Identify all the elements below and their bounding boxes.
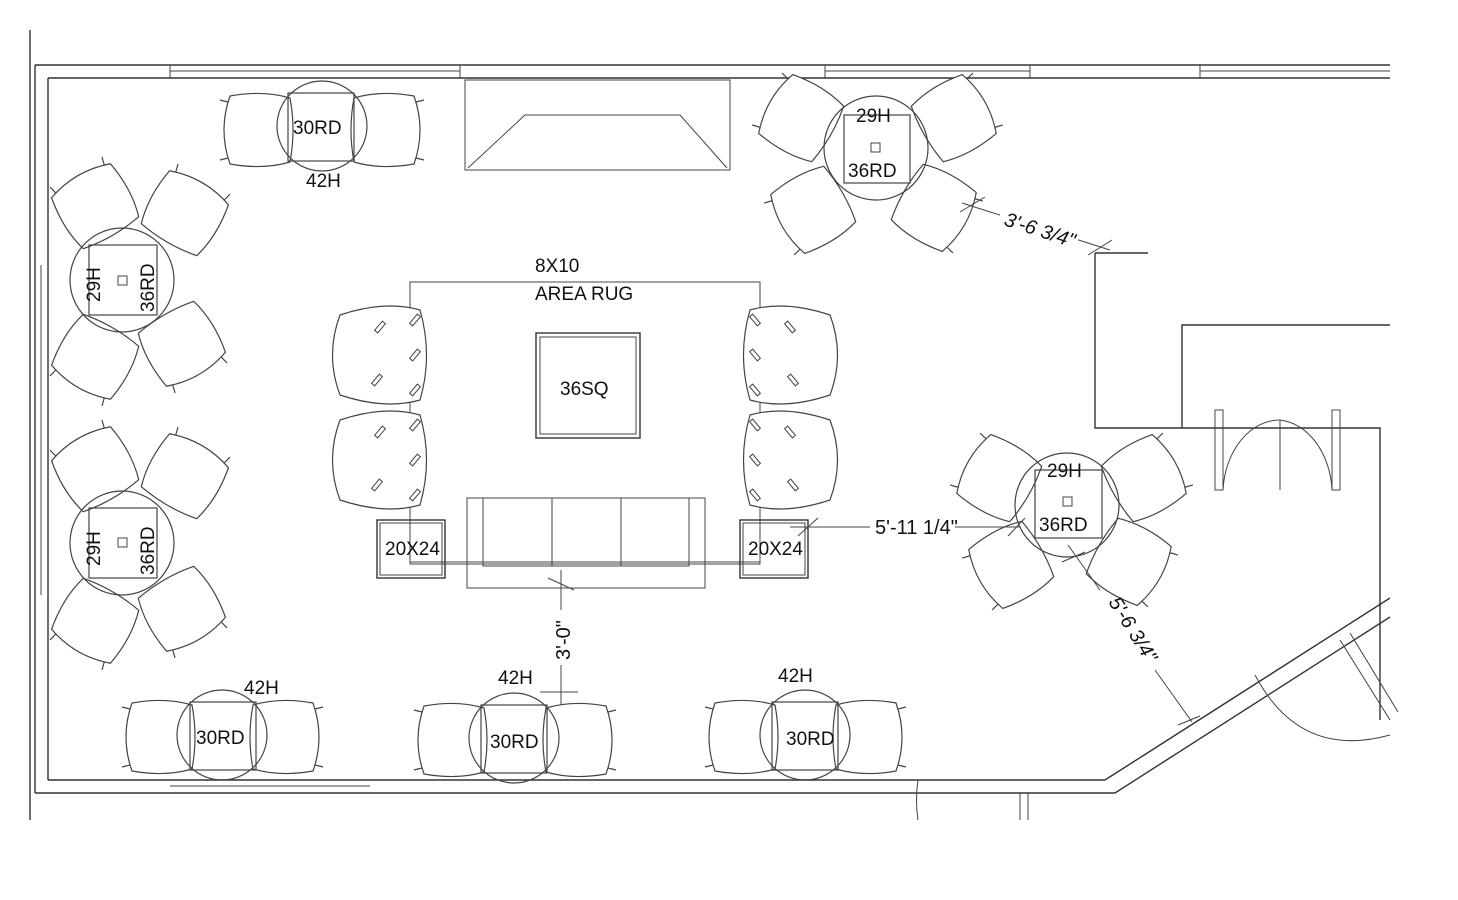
chair [704,699,779,775]
table-height-label: 42H [244,678,279,699]
lounge-chair [331,305,428,405]
chair [1100,432,1194,523]
table-height-label: 42H [778,666,813,687]
table-right: 29H 36RD [1014,452,1120,558]
lounge-chair [742,305,839,405]
coffee-table-label: 36SQ [560,379,609,400]
table-height-label: 29H [84,531,105,566]
dimension-right-table: 5'-11 1/4" [790,517,1026,539]
chair [249,699,324,775]
dimension-label: 5'-11 1/4" [875,517,958,539]
chair [949,432,1043,523]
table-size-label: 36RD [1039,515,1088,536]
chair [219,92,294,168]
table-top-left: 30RD 42H [276,80,368,192]
table-size-label: 30RD [490,732,539,753]
table-height-label: 42H [498,668,533,689]
dimension-sofa-gap: 3'-0" [540,570,578,705]
rug-label: AREA RUG [535,284,633,305]
chair [49,313,140,407]
chair [961,520,1055,611]
table-bottom-1: 42H 30RD [176,678,279,781]
table-size-label: 36RD [848,161,897,182]
chair [910,72,1004,163]
chair [140,426,231,520]
end-table-label: 20X24 [748,539,803,560]
table-size-label: 30RD [786,729,835,750]
lounge-chair [742,410,839,510]
chair [763,165,857,256]
chair [137,300,228,394]
chair [140,163,231,257]
table-top-right: 29H 36RD [823,95,929,201]
lounge-chairs [331,305,839,510]
end-table-right: 20X24 [739,519,809,579]
table-bottom-3: 42H 30RD [759,666,851,781]
table-size-label: 36RD [138,526,159,575]
table-size-label: 36RD [138,263,159,312]
chair [49,419,140,513]
chair [890,163,984,254]
walls [29,30,1399,821]
chair [49,156,140,250]
dimension-label: 3'-0" [553,620,575,660]
chair [137,565,228,659]
table-left-lower: 29H 36RD [69,490,175,596]
chair [1085,517,1179,608]
lounge-chair [331,410,428,510]
chair [542,702,617,778]
end-table-label: 20X24 [385,539,440,560]
table-left-upper: 29H 36RD [69,227,175,333]
table-height-label: 29H [84,267,105,302]
table-bottom-2: 42H 30RD [468,668,560,784]
table-height-label: 42H [306,171,341,192]
area-rug [409,281,761,565]
rug-size-label: 8X10 [535,256,579,277]
chair [751,72,845,163]
end-table-left: 20X24 [376,519,446,579]
dimension-top-right: 3'-6 3/4" [959,196,1113,256]
sofa [410,497,760,589]
coffee-table: 36SQ [535,332,641,439]
table-size-label: 30RD [293,118,342,139]
chair [413,702,488,778]
chair [49,577,140,671]
table-height-label: 29H [856,106,891,127]
chair [832,699,907,775]
table-size-label: 30RD [196,728,245,749]
dining-chairs [49,72,1194,778]
fireplace [464,79,731,171]
table-height-label: 29H [1047,461,1082,482]
